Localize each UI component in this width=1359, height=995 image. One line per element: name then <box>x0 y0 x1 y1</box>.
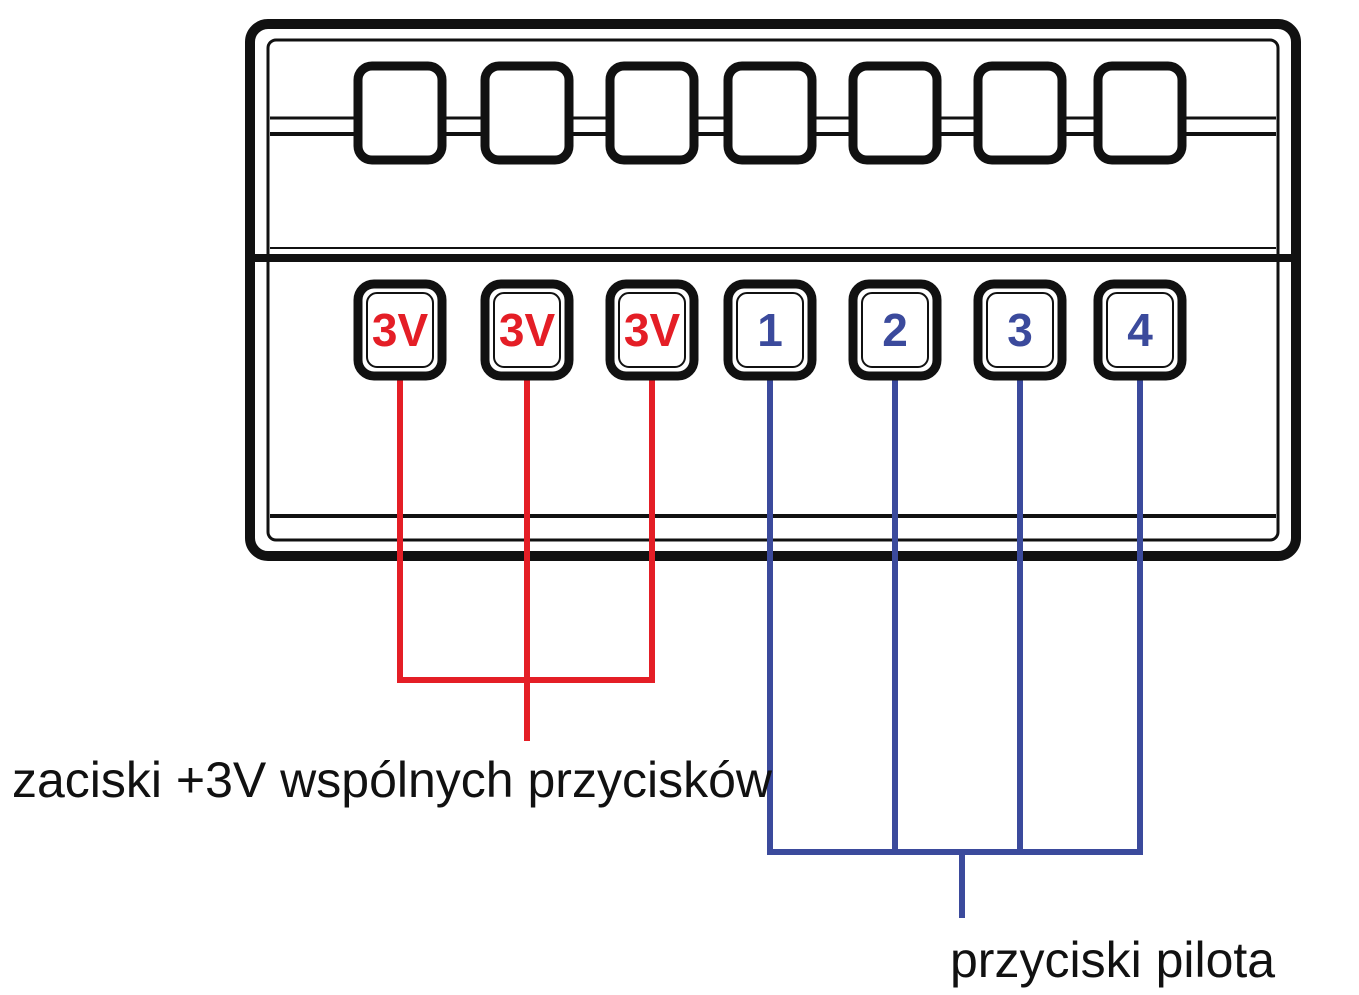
terminal-common: 3V <box>605 279 699 381</box>
terminal-common: 3V <box>480 279 574 381</box>
terminal-frame <box>353 279 447 381</box>
terminal-frame-inner <box>493 292 561 368</box>
terminal-frame-inner <box>861 292 929 368</box>
top-screw-block <box>605 61 699 165</box>
terminal-button: 1 <box>723 279 817 381</box>
terminal-frame <box>723 279 817 381</box>
terminal-frame-inner <box>366 292 434 368</box>
top-screw-blocks <box>353 61 1187 165</box>
terminal-frame <box>605 279 699 381</box>
terminal-frame-inner <box>986 292 1054 368</box>
terminal-label: 3V <box>499 304 556 356</box>
top-screw-block <box>848 61 942 165</box>
terminal-label: 1 <box>757 304 783 356</box>
wires <box>397 373 1143 918</box>
terminal-frame-inner <box>618 292 686 368</box>
terminal-frame <box>848 279 942 381</box>
terminals: 3V 3V 3V 1 2 3 4 <box>353 279 1187 381</box>
terminal-frame <box>480 279 574 381</box>
terminal-frame <box>1093 279 1187 381</box>
top-screw-block <box>353 61 447 165</box>
terminal-label: 4 <box>1127 304 1153 356</box>
terminal-button: 4 <box>1093 279 1187 381</box>
terminal-frame-inner <box>736 292 804 368</box>
terminal-label: 2 <box>882 304 908 356</box>
terminal-label: 3 <box>1007 304 1033 356</box>
top-screw-block <box>723 61 817 165</box>
top-screw-block <box>480 61 574 165</box>
terminal-button: 2 <box>848 279 942 381</box>
caption-remote-buttons: przyciski pilota <box>950 932 1275 988</box>
terminal-label: 3V <box>372 304 429 356</box>
terminal-label: 3V <box>624 304 681 356</box>
caption-common-terminals: zaciski +3V wspólnych przycisków <box>12 752 773 808</box>
top-screw-block <box>1093 61 1187 165</box>
terminal-button: 3 <box>973 279 1067 381</box>
terminal-common: 3V <box>353 279 447 381</box>
terminal-frame <box>973 279 1067 381</box>
top-screw-block <box>973 61 1067 165</box>
terminal-frame-inner <box>1106 292 1174 368</box>
